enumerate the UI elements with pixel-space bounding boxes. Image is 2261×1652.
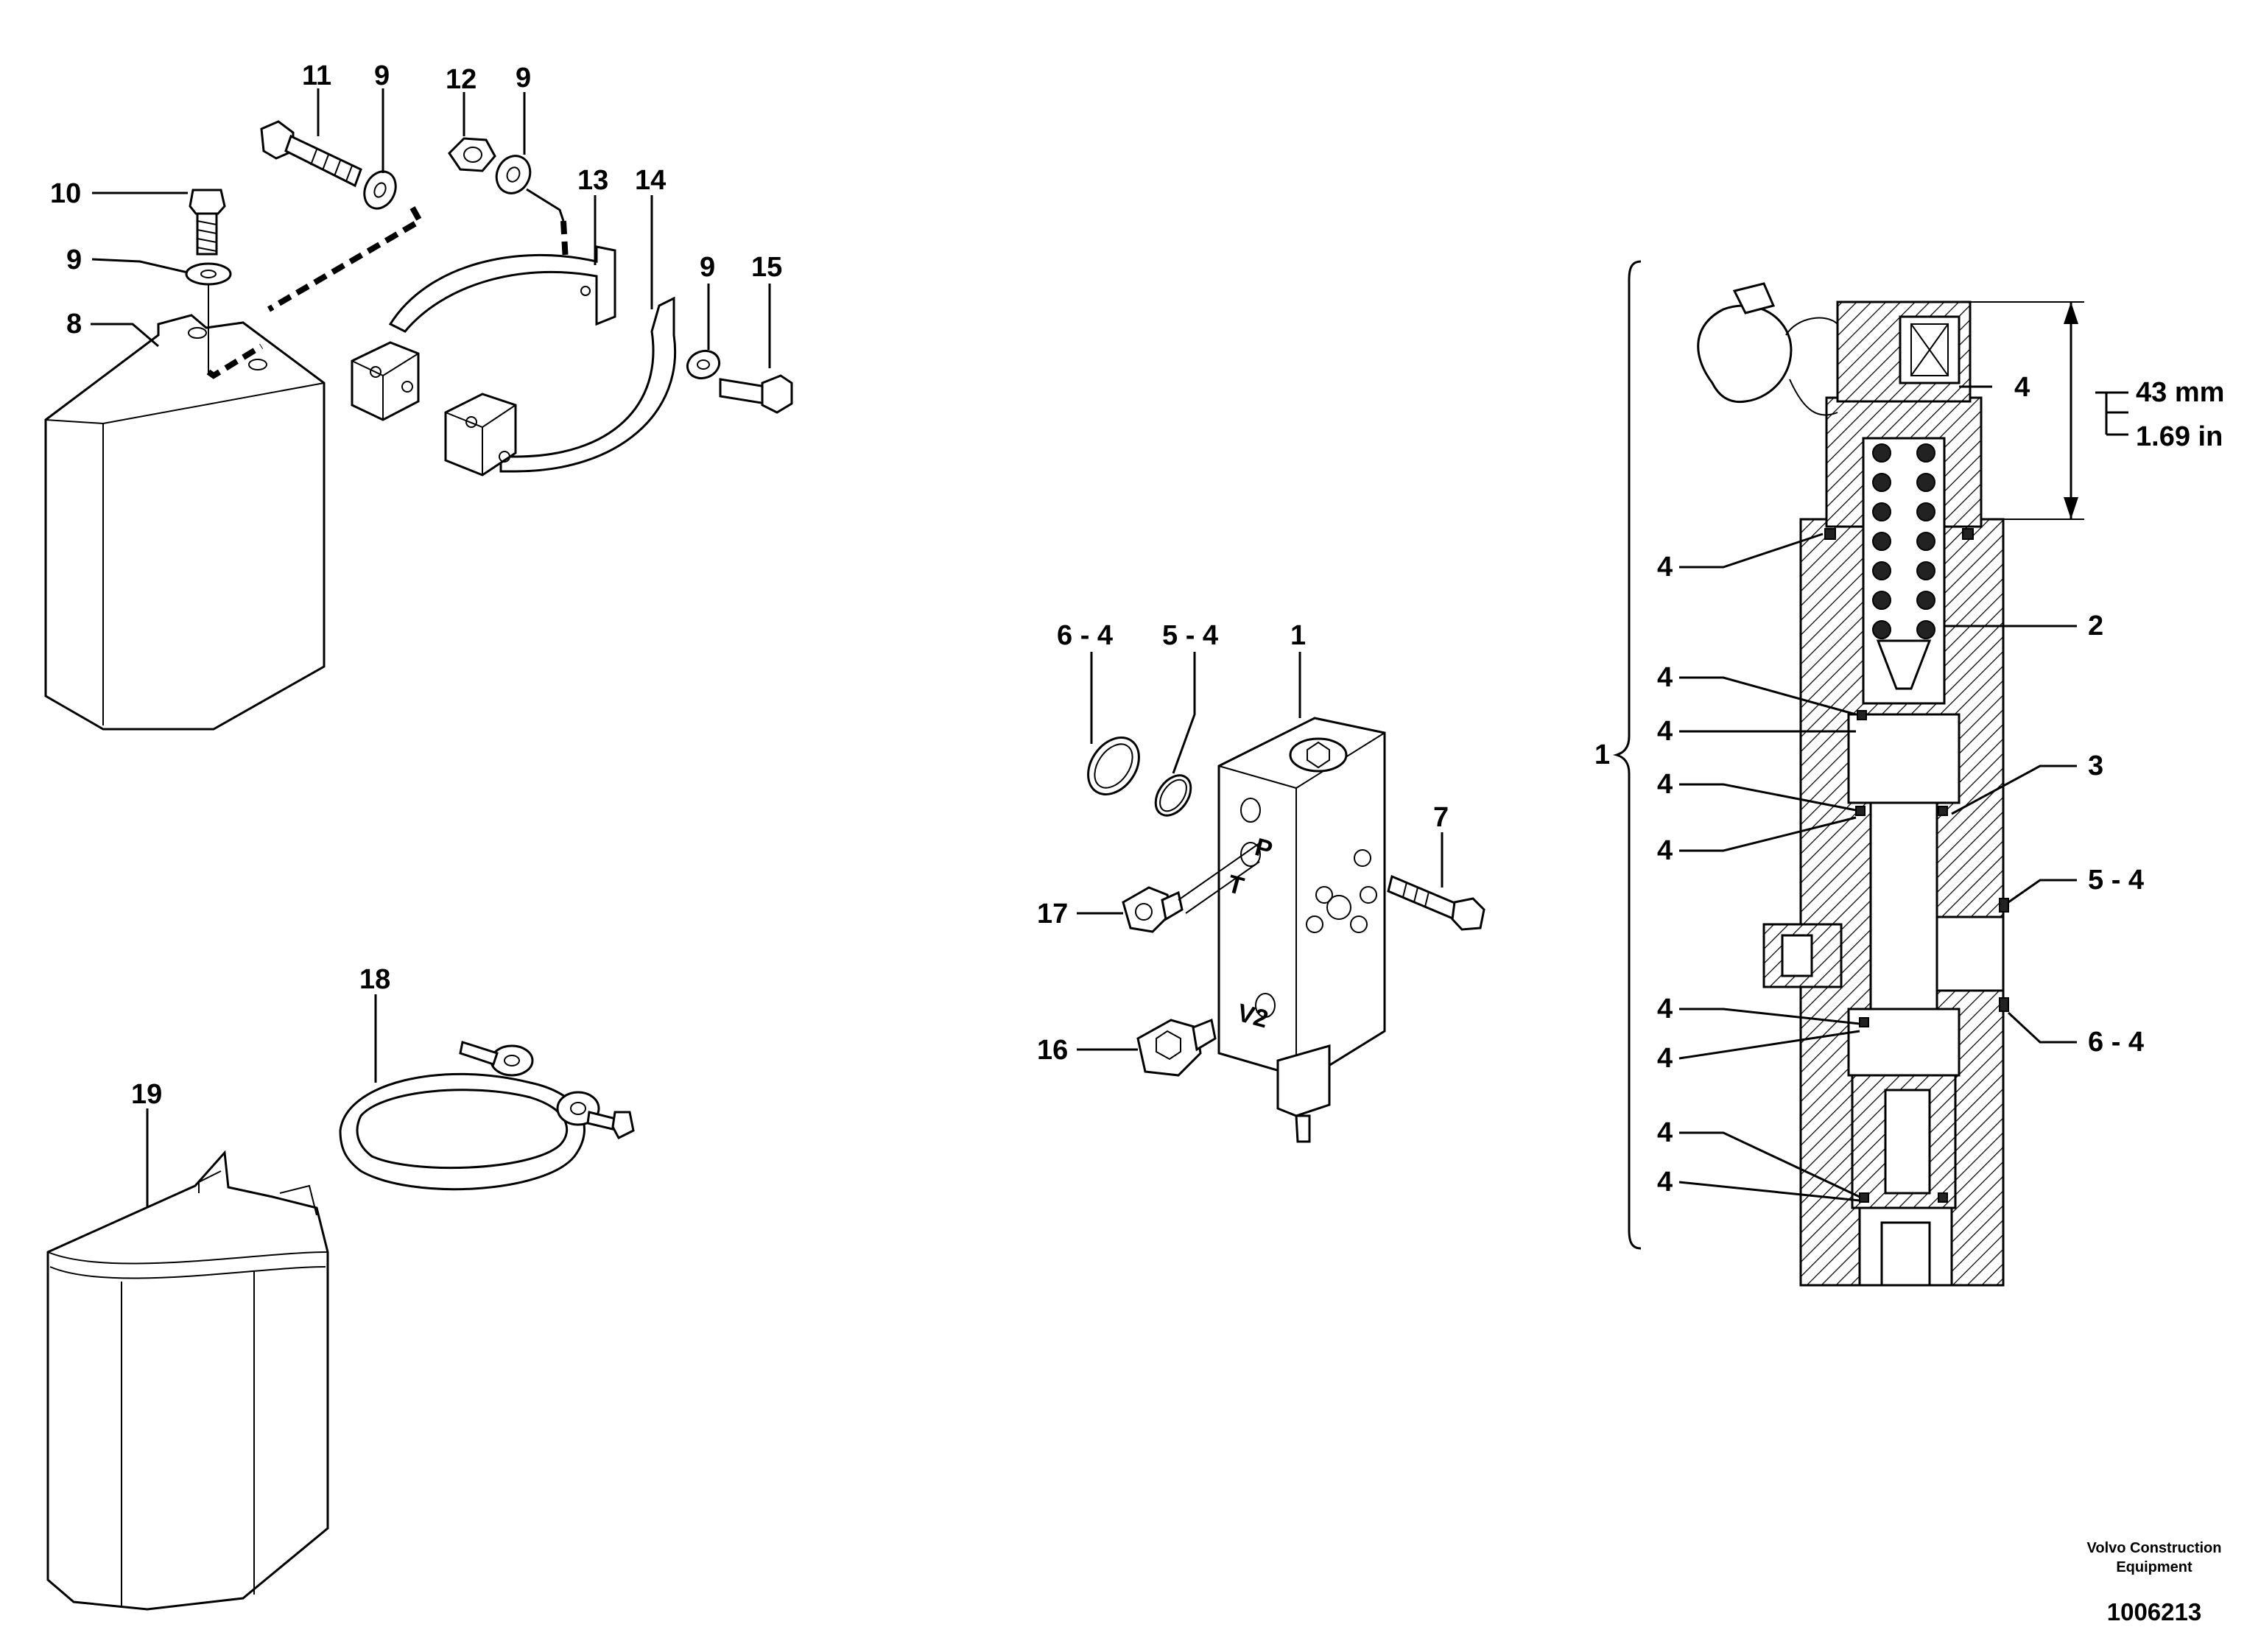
washer-part-9-d xyxy=(686,349,721,380)
clamp-half-part-14 xyxy=(444,296,676,477)
clamp-part-18 xyxy=(339,1041,635,1191)
company-name-line2: Equipment xyxy=(2116,1559,2193,1575)
plug-part-16 xyxy=(1136,1018,1217,1077)
callout-4: 4 xyxy=(1657,994,1673,1024)
o-ring-part-6-4 xyxy=(1087,737,1140,795)
callout-6-4: 6 - 4 xyxy=(2088,1027,2144,1058)
nut-part-12 xyxy=(448,137,496,172)
bolt-part-10 xyxy=(189,189,226,256)
callout-10: 10 xyxy=(50,178,81,209)
callouts: 8 9 10 11 9 12 9 13 14 9 15 18 19 6 - 4 … xyxy=(50,60,2144,1198)
document-number: 1006213 xyxy=(2107,1598,2201,1625)
screw-part-7 xyxy=(1387,874,1485,931)
washer-part-9-c xyxy=(495,155,532,194)
callout-4: 4 xyxy=(1657,835,1673,866)
callout-16: 16 xyxy=(1037,1035,1068,1066)
callout-8: 8 xyxy=(66,309,82,340)
dimension-imperial: 1.69 in xyxy=(2136,421,2223,452)
washer-part-9-a xyxy=(185,262,232,286)
callout-4: 4 xyxy=(1657,1167,1673,1198)
o-ring-part-5-4 xyxy=(1154,774,1192,817)
callout-4: 4 xyxy=(1657,1117,1673,1148)
callout-12: 12 xyxy=(446,64,477,95)
clamp-half-part-13 xyxy=(351,245,616,421)
washer-part-9-b xyxy=(363,170,397,210)
bolt-part-15 xyxy=(719,374,793,414)
callout-5-4: 5 - 4 xyxy=(2088,865,2144,896)
callout-19: 19 xyxy=(131,1079,162,1110)
callout-13: 13 xyxy=(577,165,608,196)
callout-1: 1 xyxy=(1290,620,1306,651)
valve-cross-section xyxy=(1762,300,2009,1287)
callout-9: 9 xyxy=(700,252,715,283)
callout-7: 7 xyxy=(1433,802,1449,833)
cover-part-8 xyxy=(44,314,326,731)
callout-4: 4 xyxy=(1657,662,1673,693)
callout-4: 4 xyxy=(1657,1043,1673,1074)
assembly-brace xyxy=(1612,260,1642,1250)
dimension-line xyxy=(1970,301,2128,520)
cap-with-strap xyxy=(1697,282,1838,416)
callout-2: 2 xyxy=(2088,611,2103,642)
footer: Volvo Construction Equipment 1006213 xyxy=(2087,1540,2222,1625)
callout-4: 4 xyxy=(2014,372,2030,403)
callout-4: 4 xyxy=(1657,716,1673,747)
plug-part-17 xyxy=(1122,886,1184,933)
callout-14: 14 xyxy=(635,165,666,196)
callout-4: 4 xyxy=(1657,552,1673,583)
callout-9: 9 xyxy=(374,60,390,91)
dimension-metric: 43 mm xyxy=(2136,377,2224,408)
callout-17: 17 xyxy=(1037,899,1068,929)
callout-6-4: 6 - 4 xyxy=(1057,620,1113,651)
callout-15: 15 xyxy=(751,252,782,283)
callout-3: 3 xyxy=(2088,751,2103,781)
callout-11: 11 xyxy=(302,60,331,91)
callout-9: 9 xyxy=(66,245,82,275)
callout-4: 4 xyxy=(1657,769,1673,800)
valve-block-part-1 xyxy=(1217,717,1386,1143)
company-name-line1: Volvo Construction xyxy=(2087,1540,2222,1556)
callout-5-4: 5 - 4 xyxy=(1162,620,1218,651)
leader-lines xyxy=(91,88,2077,1208)
cover-part-19 xyxy=(46,1150,329,1611)
callout-1: 1 xyxy=(1594,739,1610,770)
bolt-part-11 xyxy=(260,120,362,188)
callout-18: 18 xyxy=(359,964,390,995)
callout-9: 9 xyxy=(516,63,531,94)
